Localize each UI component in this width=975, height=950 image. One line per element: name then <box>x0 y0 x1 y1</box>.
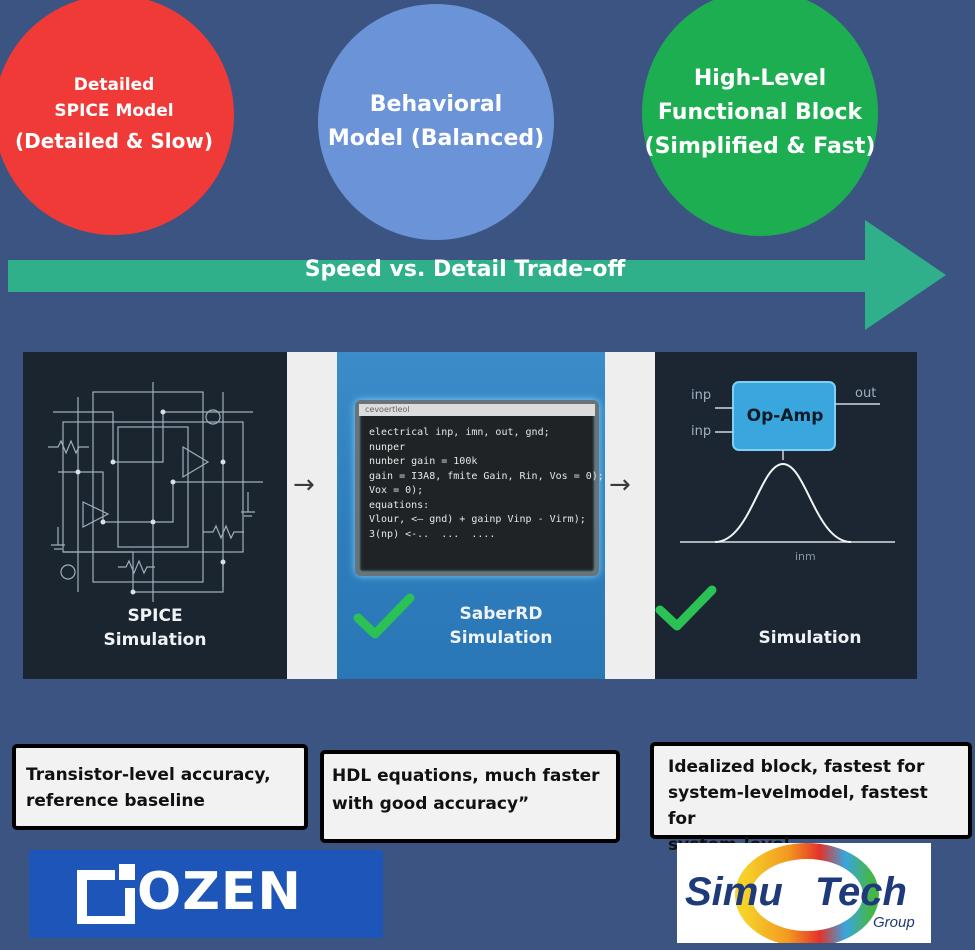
circle-line: Behavioral <box>369 92 503 117</box>
panel-gap <box>287 352 337 679</box>
ozen-wordmark: OZEN <box>137 862 302 922</box>
right-arrow-icon: → <box>609 470 631 500</box>
right-arrow-icon: → <box>293 470 315 500</box>
ozen-logo: OZEN <box>29 850 383 938</box>
description-line: Idealized block, fastest for <box>668 757 925 777</box>
opamp-label: Op-Amp <box>746 406 824 426</box>
simulation-label: Simulation <box>758 628 862 648</box>
spice-panel: SPICE Simulation <box>23 352 287 679</box>
circle-line: Detailed <box>73 75 155 95</box>
trade-off-label: Speed vs. Detail Trade-off <box>304 257 626 282</box>
saberrd-simulation-label: SaberRD Simulation <box>397 602 605 650</box>
axis-label: inm <box>795 550 816 563</box>
description-line: reference baseline <box>26 791 205 811</box>
circle-line: SPICE Model <box>54 101 174 121</box>
behavioral-model-circle: Behavioral Model (Balanced) <box>318 4 554 240</box>
description-line: HDL equations, much faster <box>332 766 600 786</box>
circle-line: Model (Balanced) <box>327 126 545 151</box>
trade-off-arrow <box>8 220 946 330</box>
group-word: Group <box>873 914 915 931</box>
checkmark-icon <box>655 585 717 631</box>
label-line: SaberRD <box>459 604 543 624</box>
description-line: with good accuracy” <box>332 794 530 814</box>
window-title: cevoertleol <box>359 404 595 416</box>
input-port-label: inp <box>691 424 712 439</box>
tech-word: Tech <box>815 870 907 914</box>
circle-line: Functional Block <box>657 100 863 125</box>
simutech-logo: Simu Tech Group <box>677 843 931 947</box>
hdl-code: electrical inp, imn, out, gnd; nunper nu… <box>369 427 604 540</box>
circuit-schematic-icon <box>48 382 263 602</box>
hdl-code-window: cevoertleol electrical inp, imn, out, gn… <box>355 400 604 576</box>
simu-word: Simu <box>685 870 783 914</box>
label-line: Simulation <box>103 630 207 650</box>
circle-line: (Detailed & Slow) <box>15 129 213 153</box>
spice-simulation-label: SPICE Simulation <box>23 604 287 652</box>
spice-description-box: Transistor-level accuracy, reference bas… <box>12 744 308 830</box>
label-line: Simulation <box>449 628 553 648</box>
panel-gap <box>605 352 655 679</box>
functional-block-panel: Op-Amp inp inp out inm Simulation <box>655 352 917 679</box>
ozen-mark-icon <box>77 864 135 924</box>
output-port-label: out <box>855 386 877 401</box>
saberrd-panel: cevoertleol electrical inp, imn, out, gn… <box>337 352 605 679</box>
input-port-label: inp <box>691 388 712 403</box>
detailed-spice-circle: Detailed SPICE Model (Detailed & Slow) <box>0 0 234 235</box>
label-line: SPICE <box>127 606 183 626</box>
simutech-logo-graphic: Simu Tech Group <box>685 843 915 947</box>
simulation-comparison-strip: SPICE Simulation → cevoertleol electrica… <box>23 352 917 679</box>
opamp-block-diagram <box>655 381 895 631</box>
functional-block-circle: High-Level Functional Block (Simplified … <box>642 0 878 236</box>
circle-line: High-Level <box>693 66 827 91</box>
behavioral-description-box: HDL equations, much faster with good acc… <box>320 750 620 843</box>
circle-line: (Simplified & Fast) <box>644 134 876 159</box>
functional-description-box: Idealized block, fastest for system-leve… <box>650 742 972 855</box>
checkmark-icon <box>353 593 415 639</box>
description-line: Transistor-level accuracy, <box>26 765 271 785</box>
description-line: system-levelmodel, fastest for <box>668 783 928 829</box>
